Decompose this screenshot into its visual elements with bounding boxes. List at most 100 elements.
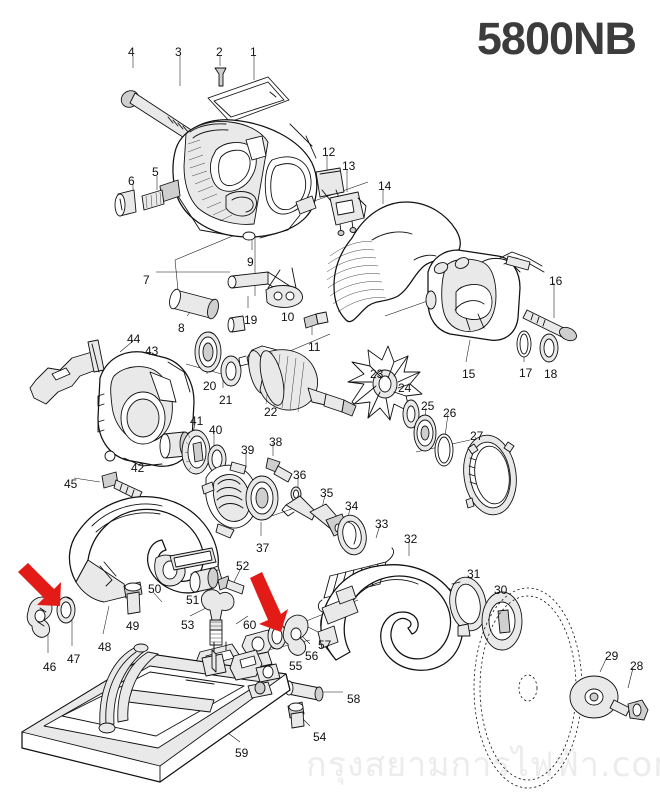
callout-6: 6 xyxy=(128,174,135,188)
callout-45: 45 xyxy=(64,477,78,491)
part-21-washer xyxy=(220,355,242,387)
callout-36: 36 xyxy=(293,468,307,482)
callout-3: 3 xyxy=(175,45,182,59)
part-15-field-stator xyxy=(425,249,545,341)
part-44-terminal xyxy=(29,339,105,405)
part-26-o-ring xyxy=(434,433,454,467)
arrow-to-part-47 xyxy=(18,563,61,606)
callout-50: 50 xyxy=(148,582,162,596)
part-25-bearing xyxy=(413,414,437,452)
callout-24: 24 xyxy=(398,381,412,395)
callout-60: 60 xyxy=(243,618,257,632)
part-41-gear xyxy=(181,429,211,475)
part-13-switch-body xyxy=(329,191,367,236)
part-6-cap xyxy=(114,189,137,217)
callout-59: 59 xyxy=(235,746,249,760)
callout-11: 11 xyxy=(308,340,321,354)
callout-31: 31 xyxy=(467,567,481,581)
part-18-washer xyxy=(539,333,559,363)
callout-44: 44 xyxy=(127,332,141,346)
callout-58: 58 xyxy=(347,692,361,706)
callout-8: 8 xyxy=(178,321,185,335)
callout-40: 40 xyxy=(209,423,223,437)
callout-53: 53 xyxy=(181,618,195,632)
callout-46: 46 xyxy=(43,660,57,674)
callout-26: 26 xyxy=(443,406,457,420)
callout-27: 27 xyxy=(470,429,484,443)
part-32-lower-guard xyxy=(317,564,464,671)
part-29-outer-washer xyxy=(569,675,619,719)
callout-57: 57 xyxy=(318,638,332,652)
part-51-bushing xyxy=(189,567,219,593)
callout-18: 18 xyxy=(544,367,558,381)
part-7-rod xyxy=(227,271,297,301)
callout-29: 29 xyxy=(605,649,619,663)
part-49-screw xyxy=(123,581,143,615)
part-39-gear-case xyxy=(201,461,258,539)
part-34-bearing xyxy=(337,514,367,556)
part-37-bearing xyxy=(245,475,279,521)
callout-15: 15 xyxy=(462,367,476,381)
callout-42: 42 xyxy=(131,461,145,475)
part-31-inner-flange xyxy=(449,576,487,637)
callout-4: 4 xyxy=(128,45,135,59)
part-20-ball-bearing xyxy=(194,331,222,373)
callout-55: 55 xyxy=(289,659,303,673)
part-47-lock-washer xyxy=(56,596,76,624)
part-19-sleeve xyxy=(227,315,246,333)
part-52-screw xyxy=(217,575,245,595)
part-9-gear-housing xyxy=(172,119,318,241)
part-24-washer xyxy=(402,399,420,429)
callout-9: 9 xyxy=(247,255,254,269)
callout-23: 23 xyxy=(370,367,384,381)
part-16-long-screw xyxy=(522,309,577,342)
callout-51: 51 xyxy=(186,593,200,607)
callout-25: 25 xyxy=(421,399,435,413)
callout-34: 34 xyxy=(345,499,359,513)
annotation-arrows xyxy=(18,563,288,632)
part-12-switch-block xyxy=(315,167,345,201)
callout-7: 7 xyxy=(143,273,150,287)
callout-21: 21 xyxy=(219,393,233,407)
part-50-guide-plate xyxy=(169,547,217,571)
callout-39: 39 xyxy=(241,443,255,457)
page-title: 5800NB xyxy=(476,13,637,64)
callout-22: 22 xyxy=(264,405,278,419)
callout-43: 43 xyxy=(145,344,159,358)
callout-30: 30 xyxy=(494,583,508,597)
callout-56: 56 xyxy=(305,649,319,663)
part-5-screw-spring xyxy=(141,179,181,211)
callout-2: 2 xyxy=(216,45,223,59)
part-8-cylinder xyxy=(169,288,219,320)
part-46-wing-nut xyxy=(26,596,53,638)
part-30-outer-flange xyxy=(481,591,523,651)
callout-37: 37 xyxy=(256,541,270,555)
part-59-base-plate xyxy=(21,641,291,783)
callout-14: 14 xyxy=(378,179,392,193)
callout-13: 13 xyxy=(342,159,356,173)
part-45-screw xyxy=(101,471,143,501)
part-2-pin xyxy=(214,67,227,87)
part-58-pin xyxy=(284,680,324,702)
callout-49: 49 xyxy=(126,619,140,633)
callout-19: 19 xyxy=(244,313,258,327)
callout-12: 12 xyxy=(322,145,336,159)
callout-52: 52 xyxy=(236,559,250,573)
callout-38: 38 xyxy=(269,435,283,449)
part-17-o-ring xyxy=(516,330,532,358)
callout-16: 16 xyxy=(549,274,563,288)
part-53-wing-bolt xyxy=(201,589,235,646)
callout-35: 35 xyxy=(320,486,334,500)
callout-47: 47 xyxy=(67,652,81,666)
callout-41: 41 xyxy=(190,414,204,428)
callout-32: 32 xyxy=(404,532,418,546)
callout-48: 48 xyxy=(98,640,112,654)
part-28-blade-bolt xyxy=(609,699,649,721)
arrow-to-part-56 xyxy=(250,572,288,632)
part-27-bearing-retainer xyxy=(463,434,517,516)
part-10-connector xyxy=(265,267,303,308)
callout-1: 1 xyxy=(250,45,257,59)
callout-17: 17 xyxy=(519,366,533,380)
